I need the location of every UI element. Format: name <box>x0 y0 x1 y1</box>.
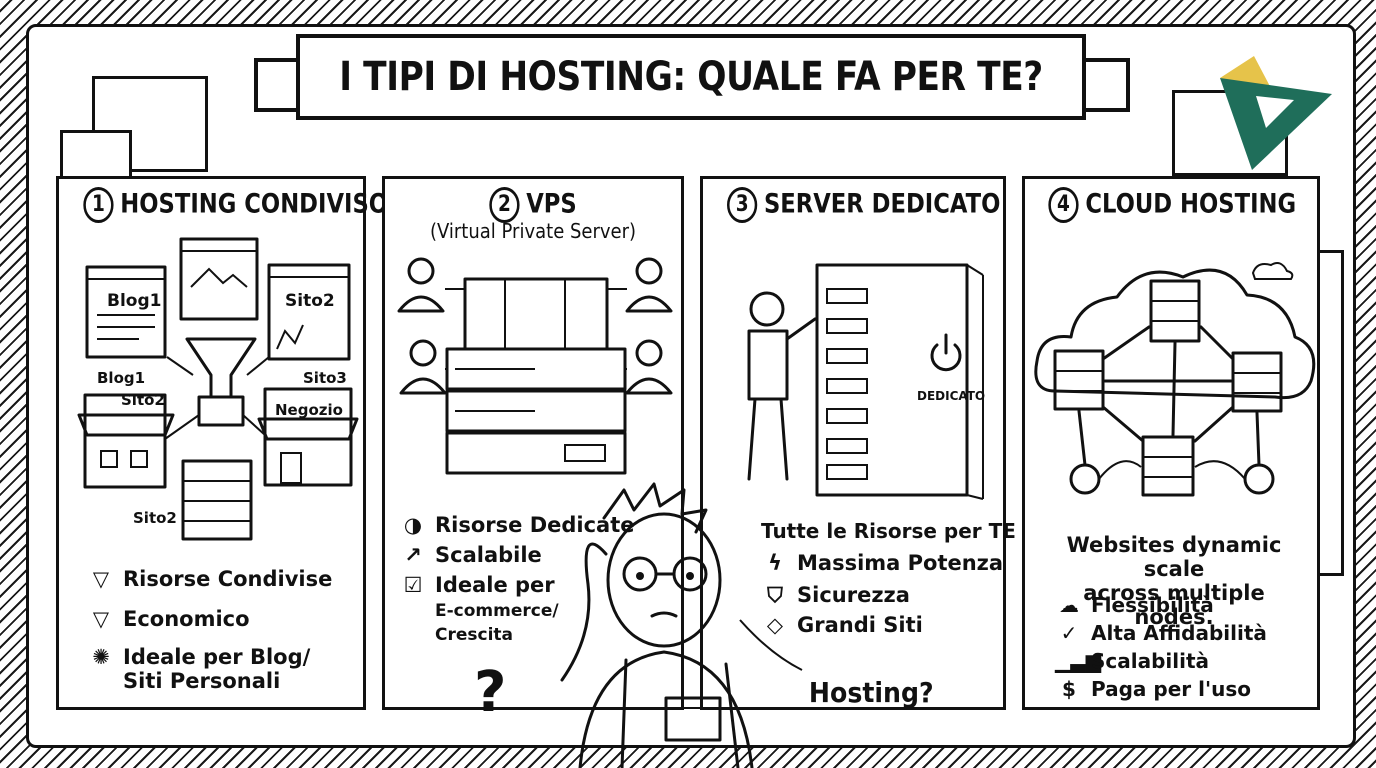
bars-icon: ▁▃▆ <box>1055 649 1102 673</box>
diamond-icon: ◇ <box>766 613 784 637</box>
lightbulb-icon: ✺ <box>92 645 110 669</box>
cloud-network-illustration <box>1034 262 1316 497</box>
question-mark: ? <box>474 660 507 725</box>
feature-item: ▁▃▆Scalabilità <box>1055 649 1210 673</box>
brand-logo <box>1220 56 1332 170</box>
label-blog1-card: Blog1 <box>107 291 162 311</box>
feature-item: ▽Risorse Condivise <box>87 567 332 591</box>
step-number: 2 <box>489 187 520 223</box>
vps-illustration <box>397 257 673 475</box>
panel-intro: Tutte le Risorse per TE <box>761 519 1016 543</box>
label-sito2-shop: Sito2 <box>121 391 165 409</box>
label-sito2-card: Sito2 <box>285 291 335 311</box>
feature-item: ◑Risorse Dedicate <box>399 513 635 537</box>
feature-item: ✺ Ideale per Blog/Siti Personali <box>87 645 310 693</box>
step-number: 1 <box>83 187 114 223</box>
confused-character <box>560 482 803 768</box>
label-blog1: Blog1 <box>97 369 146 387</box>
check-icon: ✓ <box>1060 621 1078 645</box>
feature-item: ⛉Sicurezza <box>761 583 910 608</box>
feature-item: ◇Grandi Siti <box>761 613 923 637</box>
feature-item: ▽Economico <box>87 607 250 631</box>
funnel-icon: ▽ <box>92 567 110 591</box>
feature-item: ↗Scalabile <box>399 543 542 567</box>
title-banner: I TIPI DI HOSTING: QUALE FA PER TE? <box>296 34 1086 120</box>
character-speech: Hosting? <box>808 676 934 709</box>
step-number: 3 <box>727 187 758 223</box>
shared-hosting-illustration <box>77 237 359 541</box>
shield-icon: ⛉ <box>767 583 783 607</box>
funnel-icon: ▽ <box>92 607 110 631</box>
feature-item: $Paga per l'uso <box>1055 677 1251 701</box>
chart-icon: ↗ <box>404 543 422 567</box>
feature-item: ✓Alta Affidabilità <box>1055 621 1267 645</box>
label-sito2-server: Sito2 <box>133 509 177 527</box>
step-number: 4 <box>1048 187 1079 223</box>
checkbox-icon: ☑ <box>403 573 423 597</box>
server-label: DEDICATO <box>917 389 986 403</box>
bolt-icon: ϟ <box>768 551 782 575</box>
label-sito3: Sito3 <box>303 369 347 387</box>
pie-icon: ◑ <box>403 513 423 537</box>
panel-subtitle: (Virtual Private Server) <box>429 219 637 243</box>
window-decoration <box>60 130 132 182</box>
label-negozio: Negozio <box>275 401 343 419</box>
feature-item: ☁Flessibilità <box>1055 593 1214 617</box>
dedicated-server-illustration <box>747 263 984 500</box>
cloud-icon: ☁ <box>1059 593 1079 617</box>
page-title: I TIPI DI HOSTING: QUALE FA PER TE? <box>339 54 1043 100</box>
dollar-icon: $ <box>1062 677 1076 701</box>
